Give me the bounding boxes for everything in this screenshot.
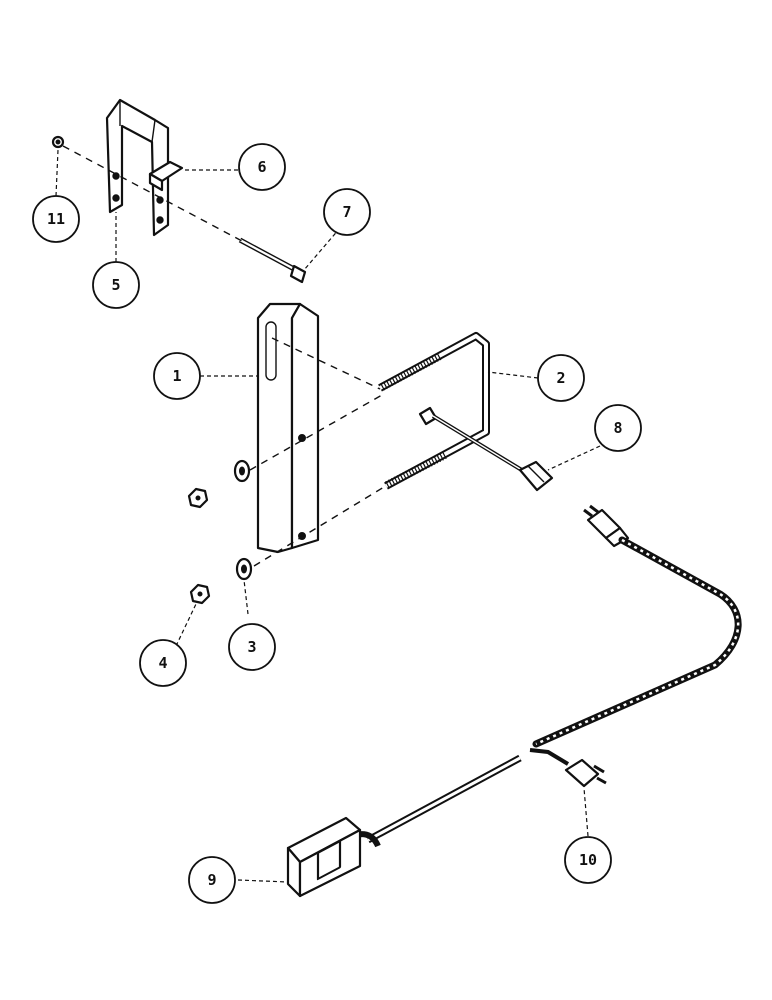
part-3-washer-upper [233, 459, 251, 483]
part-5-u-bracket [105, 98, 170, 237]
callout-label-10: 10 [579, 851, 597, 869]
callout-6: 6 [238, 143, 286, 191]
part-9-control-box [286, 754, 522, 898]
part-6-clip [148, 160, 184, 192]
callout-label-3: 3 [247, 638, 256, 656]
callout-11: 11 [32, 195, 80, 243]
callout-label-5: 5 [111, 276, 120, 294]
part-1-angle-bracket [256, 302, 320, 554]
callout-label-4: 4 [158, 654, 167, 672]
callout-4: 4 [139, 639, 187, 687]
part-7-bolt [238, 237, 307, 284]
part-10-power-cord [529, 504, 742, 788]
part-4-nut-upper [187, 487, 209, 509]
callout-5: 5 [92, 261, 140, 309]
callout-7: 7 [323, 188, 371, 236]
callout-3: 3 [228, 623, 276, 671]
assembly-lines-mid [249, 337, 385, 567]
leader-lines [55, 149, 601, 883]
part-8-sensor-probe [418, 406, 554, 492]
callout-label-8: 8 [613, 419, 622, 437]
callout-label-9: 9 [207, 871, 216, 889]
part-4-nut-lower [189, 583, 211, 605]
callout-label-7: 7 [342, 203, 351, 221]
callout-9: 9 [188, 856, 236, 904]
callout-8: 8 [594, 404, 642, 452]
callout-1: 1 [153, 352, 201, 400]
callout-10: 10 [564, 836, 612, 884]
part-3-washer-lower [235, 557, 253, 581]
callout-label-1: 1 [172, 367, 181, 385]
callout-2: 2 [537, 354, 585, 402]
callout-label-11: 11 [47, 210, 65, 228]
part-2-u-bolt [378, 332, 490, 490]
callout-label-2: 2 [556, 369, 565, 387]
part-11-nut [51, 135, 65, 149]
callout-label-6: 6 [257, 158, 266, 176]
